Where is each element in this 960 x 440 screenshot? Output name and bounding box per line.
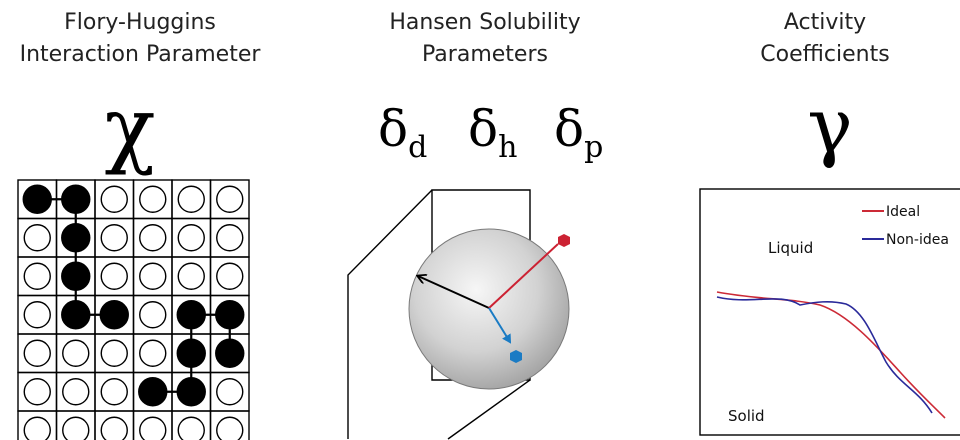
solvent-site	[23, 301, 51, 329]
delta-h: δh	[468, 104, 517, 173]
legend-nonideal-label: Non-idea	[886, 232, 949, 248]
delta-p-base: δ	[554, 100, 585, 158]
nonideal-curve	[716, 296, 933, 414]
lattice-cell	[209, 410, 250, 440]
solvent-site	[216, 416, 244, 440]
solid-label: Solid	[728, 407, 765, 425]
polymer-segment	[61, 223, 91, 253]
solvent-site	[216, 378, 244, 406]
flory-huggins-title-line1: Flory-Huggins	[64, 10, 216, 35]
solvent-site	[139, 301, 167, 329]
polymer-segment	[176, 300, 206, 330]
blue-hexagon-point	[510, 350, 522, 363]
solvent-site	[23, 224, 51, 252]
polymer-segment	[99, 300, 129, 330]
solvent-site	[100, 378, 128, 406]
delta-p-sub: p	[584, 130, 604, 165]
activity-title-line2: Coefficients	[760, 42, 890, 67]
solvent-site	[100, 339, 128, 367]
lattice-grid	[17, 179, 250, 440]
solvent-site	[177, 224, 205, 252]
liquid-label: Liquid	[768, 239, 813, 257]
solvent-site	[62, 339, 90, 367]
delta-h-base: δ	[468, 100, 499, 158]
delta-d-sub: d	[408, 130, 428, 165]
polymer-segment	[176, 377, 206, 407]
delta-d-base: δ	[378, 100, 409, 158]
solvent-site	[62, 416, 90, 440]
hansen-sphere-diagram	[347, 189, 570, 440]
solvent-site	[177, 416, 205, 440]
solvent-site	[139, 224, 167, 252]
solvent-site	[100, 185, 128, 213]
red-vector	[488, 243, 559, 309]
gamma-symbol: γ	[807, 81, 853, 170]
solvent-site	[216, 185, 244, 213]
solvent-site	[139, 416, 167, 440]
hansen-title-line2: Parameters	[422, 42, 548, 67]
flory-huggins-title-line2: Interaction Parameter	[19, 42, 261, 67]
activity-title-line1: Activity	[783, 10, 867, 35]
delta-h-sub: h	[498, 130, 518, 165]
solvent-site	[100, 224, 128, 252]
polymer-segment	[215, 338, 245, 368]
ideal-curve	[716, 291, 946, 419]
polymer-segment	[215, 300, 245, 330]
black-vector	[418, 276, 490, 309]
solvent-site	[177, 185, 205, 213]
chi-symbol: χ	[104, 79, 156, 177]
polymer-segment	[61, 300, 91, 330]
legend-ideal-label: Ideal	[886, 204, 920, 220]
polymer-segment	[22, 184, 52, 214]
hansen-panel: Hansen Solubility Parameters δd δh δp	[320, 0, 650, 440]
cube-left-wall	[347, 189, 433, 439]
polymer-segment	[138, 377, 168, 407]
solvent-site	[139, 339, 167, 367]
solvent-site	[23, 416, 51, 440]
red-hexagon-point	[558, 234, 570, 247]
solvent-site	[177, 262, 205, 290]
phase-diagram: Liquid Solid Ideal Non-idea	[699, 188, 960, 436]
blue-vector	[488, 307, 512, 344]
polymer-segment	[61, 261, 91, 291]
hansen-title-line1: Hansen Solubility	[389, 10, 581, 35]
solvent-site	[216, 262, 244, 290]
activity-panel: Activity Coefficients γ Liquid Solid Ide…	[650, 0, 960, 439]
cube-floor	[447, 379, 531, 440]
solvent-site	[23, 262, 51, 290]
delta-p: δp	[554, 104, 603, 173]
solvent-site	[100, 262, 128, 290]
solvent-site	[139, 262, 167, 290]
phase-plot-frame	[699, 188, 960, 436]
solvent-site	[23, 339, 51, 367]
solvent-site	[100, 416, 128, 440]
solvent-site	[62, 378, 90, 406]
polymer-segment	[176, 338, 206, 368]
solvent-site	[139, 185, 167, 213]
flory-huggins-panel: Flory-Huggins Interaction Parameter χ	[0, 0, 320, 440]
delta-d: δd	[378, 104, 427, 173]
solvent-site	[23, 378, 51, 406]
solvent-site	[216, 224, 244, 252]
polymer-segment	[61, 184, 91, 214]
